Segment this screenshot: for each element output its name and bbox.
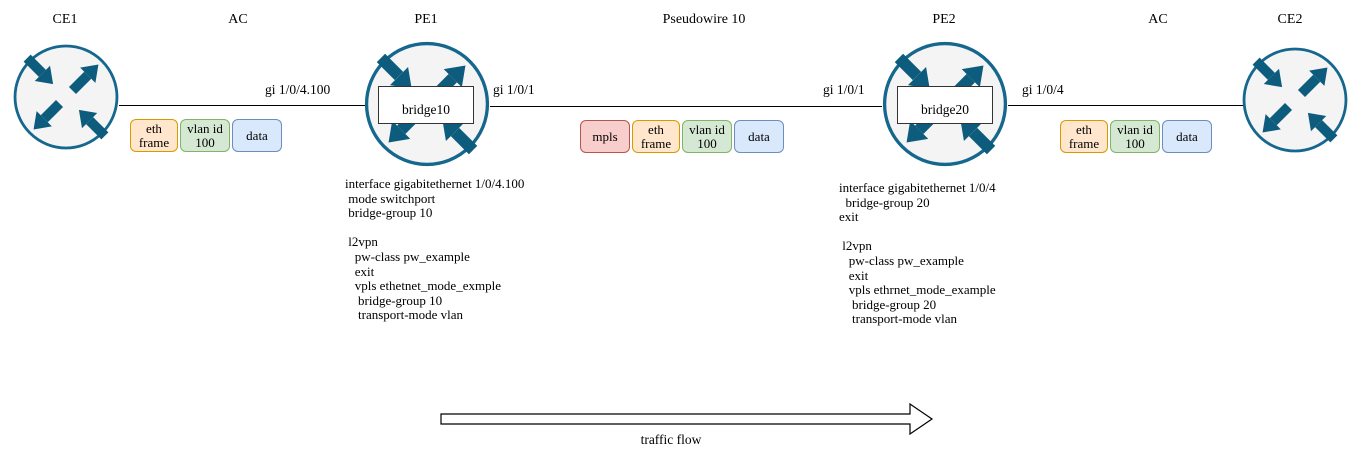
interface-label-pe1-right: gi 1/0/1 [493, 82, 535, 97]
traffic-flow-label: traffic flow [640, 432, 702, 447]
frame-stack-ac-right: eth frame vlan id 100 data [1060, 120, 1212, 153]
bridge10-box: bridge10 [378, 86, 474, 124]
frame-cell-vlan: vlan id 100 [682, 120, 732, 153]
wire-ce1-pe1 [119, 105, 365, 106]
ce1-router-icon [12, 43, 120, 151]
label-ce2: CE2 [1277, 12, 1303, 27]
pe2-config-text: interface gigabitethernet 1/0/4 bridge-g… [839, 180, 996, 327]
interface-label-pe2-left: gi 1/0/1 [823, 82, 865, 97]
frame-stack-ac-left: eth frame vlan id 100 data [130, 119, 282, 152]
label-ac-left: AC [228, 12, 248, 27]
frame-cell-eth: eth frame [1060, 120, 1108, 153]
ce2-router-icon [1241, 46, 1349, 154]
label-pe1: PE1 [414, 12, 438, 27]
frame-cell-eth: eth frame [632, 120, 680, 153]
bridge20-box: bridge20 [897, 86, 993, 124]
wire-pe2-ce2 [1008, 105, 1244, 106]
frame-cell-vlan: vlan id 100 [1110, 120, 1160, 153]
label-pseudowire: Pseudowire 10 [662, 12, 746, 27]
wire-pe1-pe2 [490, 106, 882, 107]
frame-cell-eth: eth frame [130, 119, 178, 152]
frame-stack-pseudowire: mpls eth frame vlan id 100 data [580, 120, 784, 153]
frame-cell-vlan: vlan id 100 [180, 119, 230, 152]
label-pe2: PE2 [932, 12, 956, 27]
label-ce1: CE1 [52, 12, 78, 27]
frame-cell-data: data [232, 119, 282, 152]
traffic-flow-arrow [440, 402, 934, 436]
label-ac-right: AC [1148, 12, 1168, 27]
pe1-config-text: interface gigabitethernet 1/0/4.100 mode… [345, 176, 525, 323]
frame-cell-data: data [1162, 120, 1212, 153]
interface-label-pe2-right: gi 1/0/4 [1022, 82, 1064, 97]
frame-cell-data: data [734, 120, 784, 153]
frame-cell-mpls: mpls [580, 120, 630, 153]
interface-label-pe1-left: gi 1/0/4.100 [265, 82, 331, 97]
